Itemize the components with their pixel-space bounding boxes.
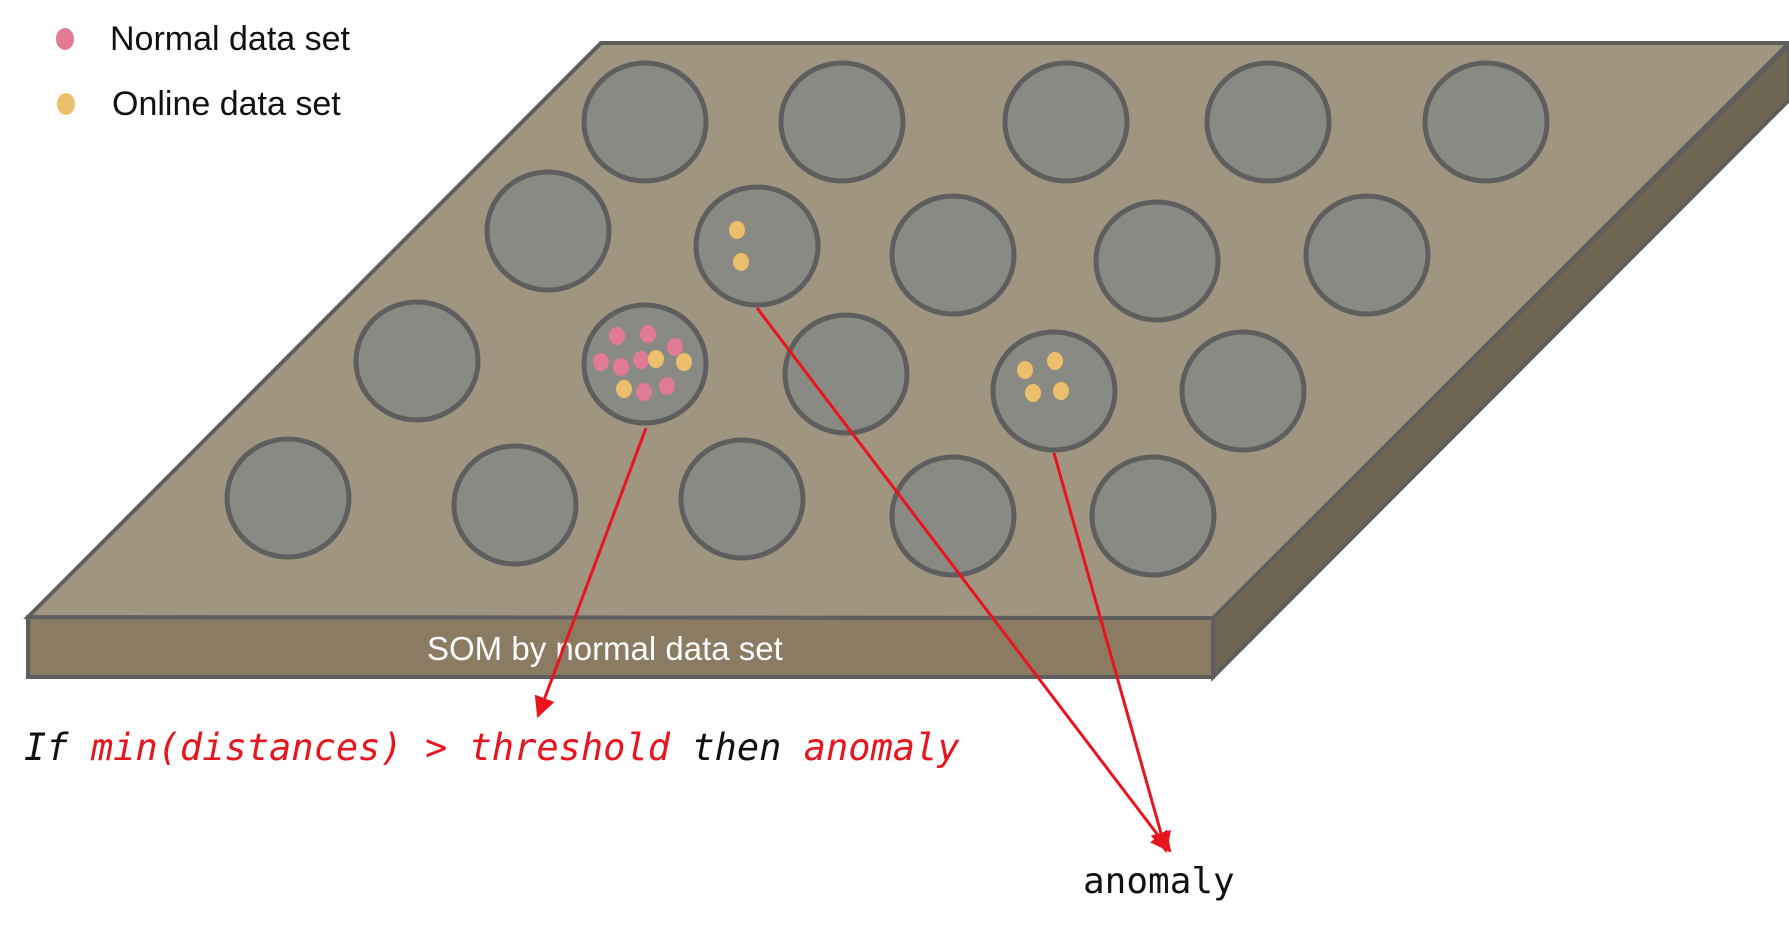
online-data-point: [1017, 361, 1033, 379]
som-node: [778, 60, 906, 184]
som-node: [451, 443, 579, 567]
online-data-point: [729, 221, 745, 239]
som-nodes: [224, 60, 1550, 578]
som-node: [1204, 60, 1332, 184]
rule-then: then: [670, 726, 804, 769]
online-data-point: [648, 350, 664, 368]
som-node: [1303, 193, 1431, 317]
legend-normal-label: Normal data set: [110, 20, 351, 58]
data-points: [593, 221, 1069, 402]
online-data-point: [1053, 382, 1069, 400]
normal-data-point: [593, 353, 609, 371]
normal-data-point: [633, 351, 649, 369]
rule-if: If: [24, 726, 91, 769]
online-data-point: [616, 380, 632, 398]
anomaly-arrow: [1052, 452, 1171, 854]
som-node: [224, 436, 352, 560]
normal-data-point: [640, 325, 656, 343]
som-node: [782, 312, 910, 436]
anomaly-label: anomaly: [1083, 861, 1235, 902]
normal-data-point: [613, 358, 629, 376]
som-node: [1093, 199, 1221, 323]
normal-data-point: [636, 383, 652, 401]
legend-online-marker: [57, 93, 75, 115]
rule-condition: min(distances) > threshold: [90, 726, 671, 769]
rule-arrow: [534, 427, 648, 718]
som-node: [353, 299, 481, 423]
som-node: [484, 169, 612, 293]
som-node: [889, 193, 1017, 317]
som-node: [1089, 454, 1217, 578]
som-node: [1422, 60, 1550, 184]
online-data-point: [1025, 384, 1041, 402]
legend-normal-marker: [56, 28, 74, 50]
anomaly-rule: If min(distances) > threshold then anoma…: [24, 726, 960, 769]
anomaly-arrow: [755, 307, 1172, 853]
som-node: [1002, 60, 1130, 184]
legend-online-label: Online data set: [112, 85, 341, 123]
normal-data-point: [659, 377, 675, 395]
som-node: [889, 454, 1017, 578]
som-node: [1179, 329, 1307, 453]
online-data-point: [733, 253, 749, 271]
normal-data-point: [667, 338, 683, 356]
online-data-point: [676, 353, 692, 371]
som-node: [678, 437, 806, 561]
som-node: [581, 60, 709, 184]
rule-result: anomaly: [804, 726, 961, 769]
normal-data-point: [609, 327, 625, 345]
plate-label: SOM by normal data set: [427, 630, 783, 667]
legend: Normal data set Online data set: [56, 20, 351, 123]
online-data-point: [1047, 352, 1063, 370]
som-node: [693, 184, 821, 308]
arrows: [534, 307, 1172, 854]
